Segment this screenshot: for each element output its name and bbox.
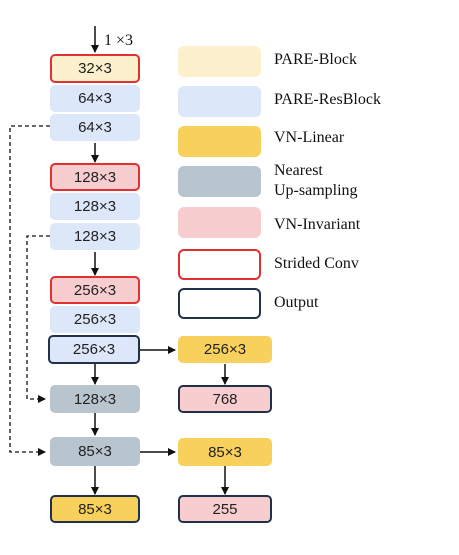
node-128x3-b: 128×3 [50, 193, 140, 220]
legend-label-pare-block: PARE-Block [274, 51, 357, 68]
legend-swatch-vn-invariant [178, 207, 261, 238]
node-64x3-a: 64×3 [50, 85, 140, 112]
node-85x3-output: 85×3 [50, 495, 140, 523]
legend-swatch-nearest-upsampling [178, 166, 261, 197]
node-32x3: 32×3 [50, 54, 140, 83]
skip-n3-n11 [9, 125, 50, 456]
legend-label-pare-resblock: PARE-ResBlock [274, 91, 381, 108]
legend-label-upsampling: Up-sampling [274, 182, 358, 199]
legend-label-strided-conv: Strided Conv [274, 255, 359, 272]
node-85x3-upsample: 85×3 [50, 437, 140, 466]
node-256x3-linear: 256×3 [178, 336, 272, 363]
legend-swatch-output [178, 288, 261, 319]
node-128x3-a: 128×3 [50, 163, 140, 191]
node-255-invariant: 255 [178, 495, 272, 523]
node-85x3-linear: 85×3 [178, 438, 272, 466]
input-label: 1 ×3 [104, 32, 134, 49]
legend-label-vn-invariant: VN-Invariant [274, 216, 361, 233]
node-256x3-output: 256×3 [48, 335, 140, 364]
legend-swatch-strided-conv [178, 249, 261, 280]
legend-swatch-pare-resblock [178, 86, 261, 117]
legend-label-vn-linear: VN-Linear [274, 129, 345, 146]
node-768-invariant: 768 [178, 385, 272, 413]
legend-swatch-pare-block [178, 46, 261, 77]
skip-n6-n10 [26, 235, 50, 403]
node-256x3-b: 256×3 [50, 306, 140, 333]
legend-label-nearest: Nearest [274, 162, 323, 179]
legend-label-output: Output [274, 294, 319, 311]
node-64x3-b: 64×3 [50, 114, 140, 141]
node-128x3-upsample: 128×3 [50, 385, 140, 413]
legend-swatch-vn-linear [178, 126, 261, 157]
node-128x3-c: 128×3 [50, 223, 140, 250]
node-256x3-a: 256×3 [50, 276, 140, 304]
